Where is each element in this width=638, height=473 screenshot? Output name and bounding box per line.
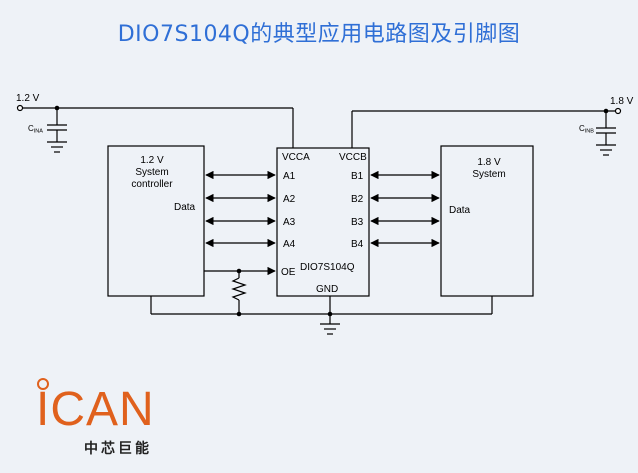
chip-pin-b2: B2 <box>351 194 364 205</box>
chip-pin-oe: OE <box>281 267 296 278</box>
right-block-data: Data <box>449 205 471 216</box>
brand-subtitle: 中芯巨能 <box>84 441 152 457</box>
chip-gnd: GND <box>316 284 338 295</box>
chip-pin-a2: A2 <box>283 194 296 205</box>
chip-pin-b4: B4 <box>351 239 364 250</box>
brand-name: ICAN <box>36 383 155 436</box>
chip-vccb: VCCB <box>339 152 367 163</box>
left-block-data: Data <box>174 202 196 213</box>
chip-pin-b1: B1 <box>351 171 364 182</box>
logo-dot-icon <box>37 378 49 390</box>
right-system-block <box>440 145 534 297</box>
right-block-line1: 1.8 V <box>477 157 501 168</box>
page-title: DIO7S104Q的典型应用电路图及引脚图 <box>117 22 521 47</box>
chip-pin-a3: A3 <box>283 217 296 228</box>
chip-vcca: VCCA <box>282 152 310 163</box>
cap-left-label: CINA <box>28 124 43 135</box>
left-block-line3: controller <box>131 179 173 190</box>
rail-right-label: 1.8 V <box>610 96 634 107</box>
left-block-line2: System <box>135 167 168 178</box>
chip-block <box>276 147 370 297</box>
rail-left-label: 1.2 V <box>16 93 40 104</box>
cap-right-label: CINB <box>579 124 594 135</box>
chip-name: DIO7S104Q <box>300 262 355 273</box>
chip-pin-a1: A1 <box>283 171 296 182</box>
right-block-line2: System <box>472 169 505 180</box>
brand-logo: ICAN 中芯巨能 <box>36 378 166 458</box>
left-system-block <box>107 145 205 297</box>
pulldown-resistor <box>231 277 247 301</box>
chip-pin-b3: B3 <box>351 217 364 228</box>
left-block-line1: 1.2 V <box>140 155 164 166</box>
chip-pin-a4: A4 <box>283 239 296 250</box>
